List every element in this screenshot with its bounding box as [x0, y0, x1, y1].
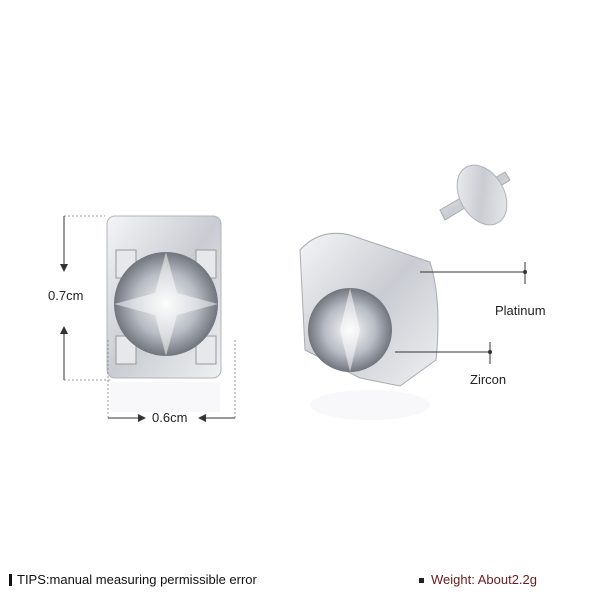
tips-marker [9, 574, 12, 586]
platinum-label: Platinum [495, 303, 546, 318]
height-dimension [60, 215, 110, 381]
side-earring [299, 164, 511, 420]
width-dimension [107, 340, 236, 422]
weight-bullet-icon [419, 578, 424, 583]
front-earring [106, 215, 222, 412]
tips-text: TIPS:manual measuring permissible error [17, 572, 257, 587]
height-label: 0.7cm [48, 288, 84, 303]
platinum-callout-line [420, 262, 527, 284]
width-label: 0.6cm [152, 410, 188, 425]
weight-text: Weight: About2.2g [431, 572, 538, 587]
zircon-label: Zircon [470, 372, 507, 387]
zircon-callout-line [395, 342, 492, 364]
